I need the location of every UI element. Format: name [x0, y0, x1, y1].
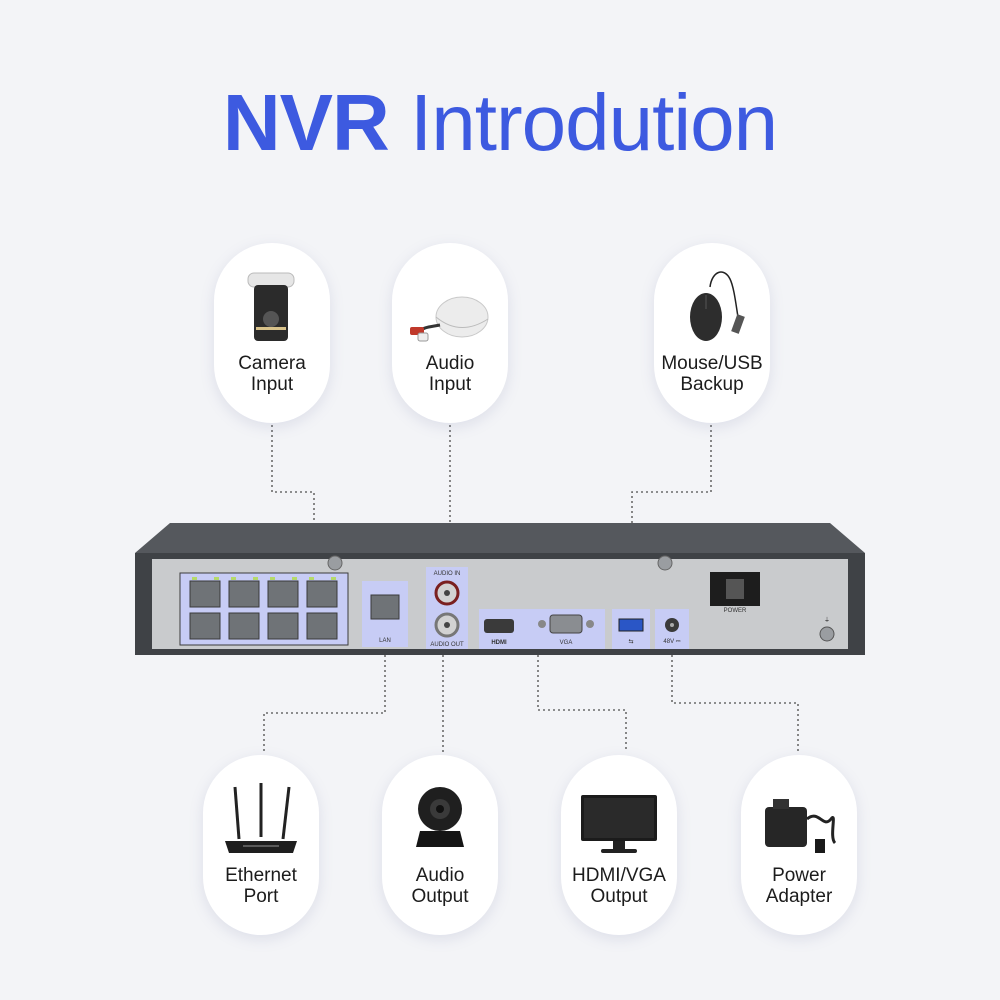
- monitor-icon: [581, 795, 657, 853]
- poe-port-6[interactable]: [228, 612, 260, 640]
- svg-text:⇆: ⇆: [628, 638, 633, 645]
- usb-port[interactable]: [618, 618, 644, 632]
- ground-terminal: [819, 626, 835, 642]
- speaker-icon: [416, 787, 464, 847]
- poe-port-8[interactable]: [306, 612, 338, 640]
- microphone-icon: [410, 296, 489, 342]
- audio-out-label: AUDIO OUT: [430, 642, 464, 648]
- camera-icon: [247, 272, 295, 341]
- router-icon: [225, 783, 297, 853]
- mouse-icon: [690, 271, 745, 341]
- power-adapter-icon: [765, 799, 837, 853]
- audio-in-label: AUDIO IN: [434, 571, 461, 577]
- vga-label: VGA: [560, 640, 573, 646]
- dc-label: 48V ⎓: [663, 639, 680, 645]
- title-light: Introdution: [410, 78, 778, 167]
- screw-icon: [327, 555, 343, 571]
- hdmi-port[interactable]: [484, 619, 514, 633]
- lan-label: LAN: [379, 638, 391, 644]
- power-label: POWER: [724, 608, 747, 614]
- svg-text:⏚: ⏚: [824, 617, 830, 624]
- lan-port[interactable]: [370, 594, 400, 620]
- nvr-device: LAN AUDIO IN AUDIO OUT HDMI VGA ⇆ 48V ⎓ …: [135, 523, 865, 655]
- vga-port[interactable]: [549, 614, 583, 634]
- poe-port-1[interactable]: [189, 580, 221, 608]
- poe-port-5[interactable]: [189, 612, 221, 640]
- screw-icon: [657, 555, 673, 571]
- poe-port-7[interactable]: [267, 612, 299, 640]
- poe-port-3[interactable]: [267, 580, 299, 608]
- poe-port-4[interactable]: [306, 580, 338, 608]
- hdmi-label: HDMI: [491, 640, 507, 646]
- title-bold: NVR: [222, 78, 390, 167]
- page-title: NVR Introdution: [0, 78, 1000, 168]
- poe-port-2[interactable]: [228, 580, 260, 608]
